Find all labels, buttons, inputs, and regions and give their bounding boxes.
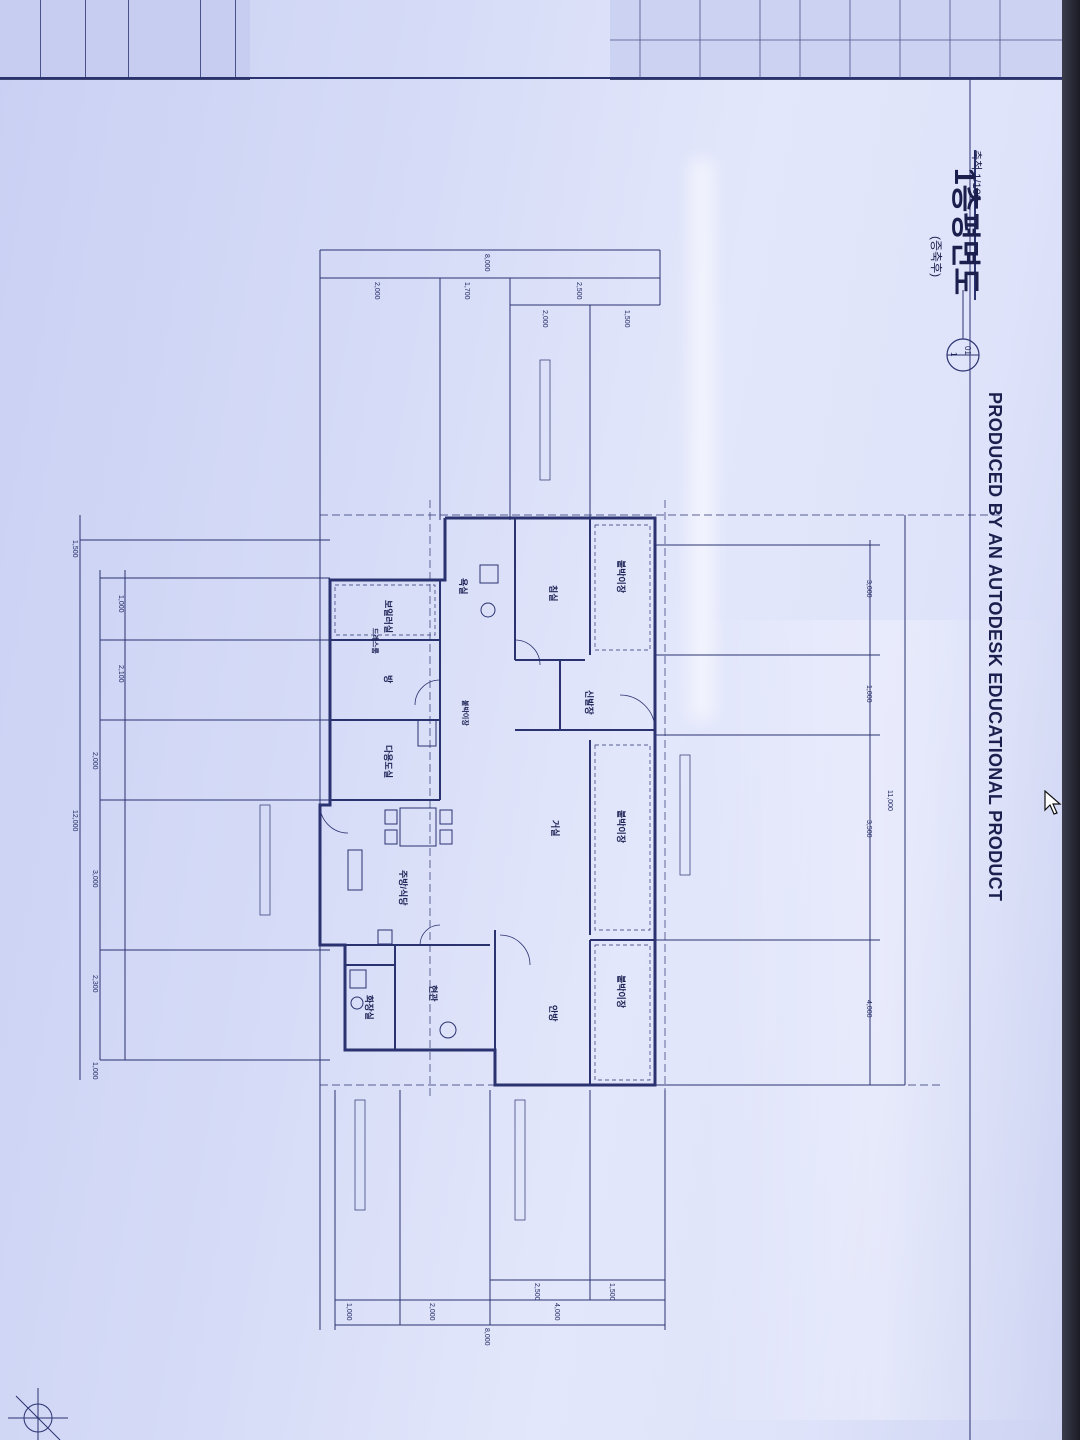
dimension-text: 2,000 bbox=[373, 282, 380, 300]
screen-glare bbox=[700, 620, 1060, 1420]
room-label: 붙박이장 bbox=[461, 700, 468, 726]
dimension-text: 2,100 bbox=[117, 665, 124, 683]
mouse-pointer-icon bbox=[1044, 790, 1062, 815]
dimension-text: 2,000 bbox=[91, 752, 98, 770]
dimension-text: 4,000 bbox=[553, 1303, 560, 1321]
watermark-text: PRODUCED BY AN AUTODESK EDUCATIONAL PROD… bbox=[985, 392, 1005, 902]
dimension-text: 2,000 bbox=[428, 1303, 435, 1321]
dimension-text: 3,000 bbox=[91, 870, 98, 888]
title-block-divider bbox=[40, 0, 41, 78]
room-label: 현관 bbox=[428, 985, 438, 1002]
room-label: 욕실 bbox=[458, 578, 468, 595]
drawing-subtitle: (증축후) bbox=[929, 236, 943, 278]
room-label: 붙박이장 bbox=[616, 975, 626, 1009]
dimension-text: 4,000 bbox=[865, 1000, 872, 1018]
title-block-divider bbox=[200, 0, 201, 78]
room-label: 다용도실 bbox=[383, 745, 393, 779]
dimension-text: 3,000 bbox=[865, 580, 872, 598]
title-block-divider bbox=[235, 0, 236, 78]
dimension-text: 8,000 bbox=[483, 1328, 490, 1346]
dimension-text: 3,500 bbox=[865, 820, 872, 838]
room-label: 주방/식당 bbox=[398, 870, 408, 906]
dimension-text: 1,500 bbox=[623, 310, 630, 328]
dimension-text: 1,000 bbox=[117, 595, 124, 613]
dimension-text: 2,500 bbox=[575, 282, 582, 300]
screen-glare-streak bbox=[690, 160, 714, 720]
drawing-scale: 축척 1/100 bbox=[970, 150, 982, 201]
dimension-text: 8,000 bbox=[483, 254, 490, 272]
dimension-text: 1,000 bbox=[91, 1062, 98, 1080]
dimension-text: 2,500 bbox=[533, 1283, 540, 1301]
monitor-bezel bbox=[1062, 0, 1080, 1440]
dimension-text: 1,700 bbox=[463, 282, 470, 300]
room-label: 방 bbox=[383, 675, 393, 684]
dimension-text: 11,000 bbox=[886, 790, 893, 811]
dimension-text: 1,000 bbox=[345, 1303, 352, 1321]
grid-bubble-label: 1 bbox=[949, 352, 958, 357]
title-block-divider bbox=[128, 0, 129, 78]
dimension-text: 1,000 bbox=[865, 685, 872, 703]
dimension-text: 1,500 bbox=[608, 1283, 615, 1301]
title-block-left bbox=[0, 0, 250, 80]
title-block-divider bbox=[85, 0, 86, 78]
room-label: 거실 bbox=[550, 820, 560, 837]
dimension-text: 2,300 bbox=[91, 975, 98, 993]
room-label: 신발장 bbox=[584, 690, 594, 715]
room-label: 화장실 bbox=[364, 995, 374, 1020]
room-label: 보일러실 bbox=[383, 600, 393, 634]
dimension-text: 1,500 bbox=[71, 540, 78, 558]
room-label: 붙박이장 bbox=[616, 560, 626, 594]
dimension-text: 12,000 bbox=[71, 810, 78, 832]
grid-bubble-label: 01 bbox=[963, 346, 972, 355]
room-label: 드레스룸 bbox=[371, 628, 378, 654]
room-label: 붙박이장 bbox=[616, 810, 626, 844]
room-label: 안방 bbox=[548, 1005, 558, 1022]
room-label: 침실 bbox=[548, 585, 558, 602]
dimension-text: 2,000 bbox=[541, 310, 548, 328]
